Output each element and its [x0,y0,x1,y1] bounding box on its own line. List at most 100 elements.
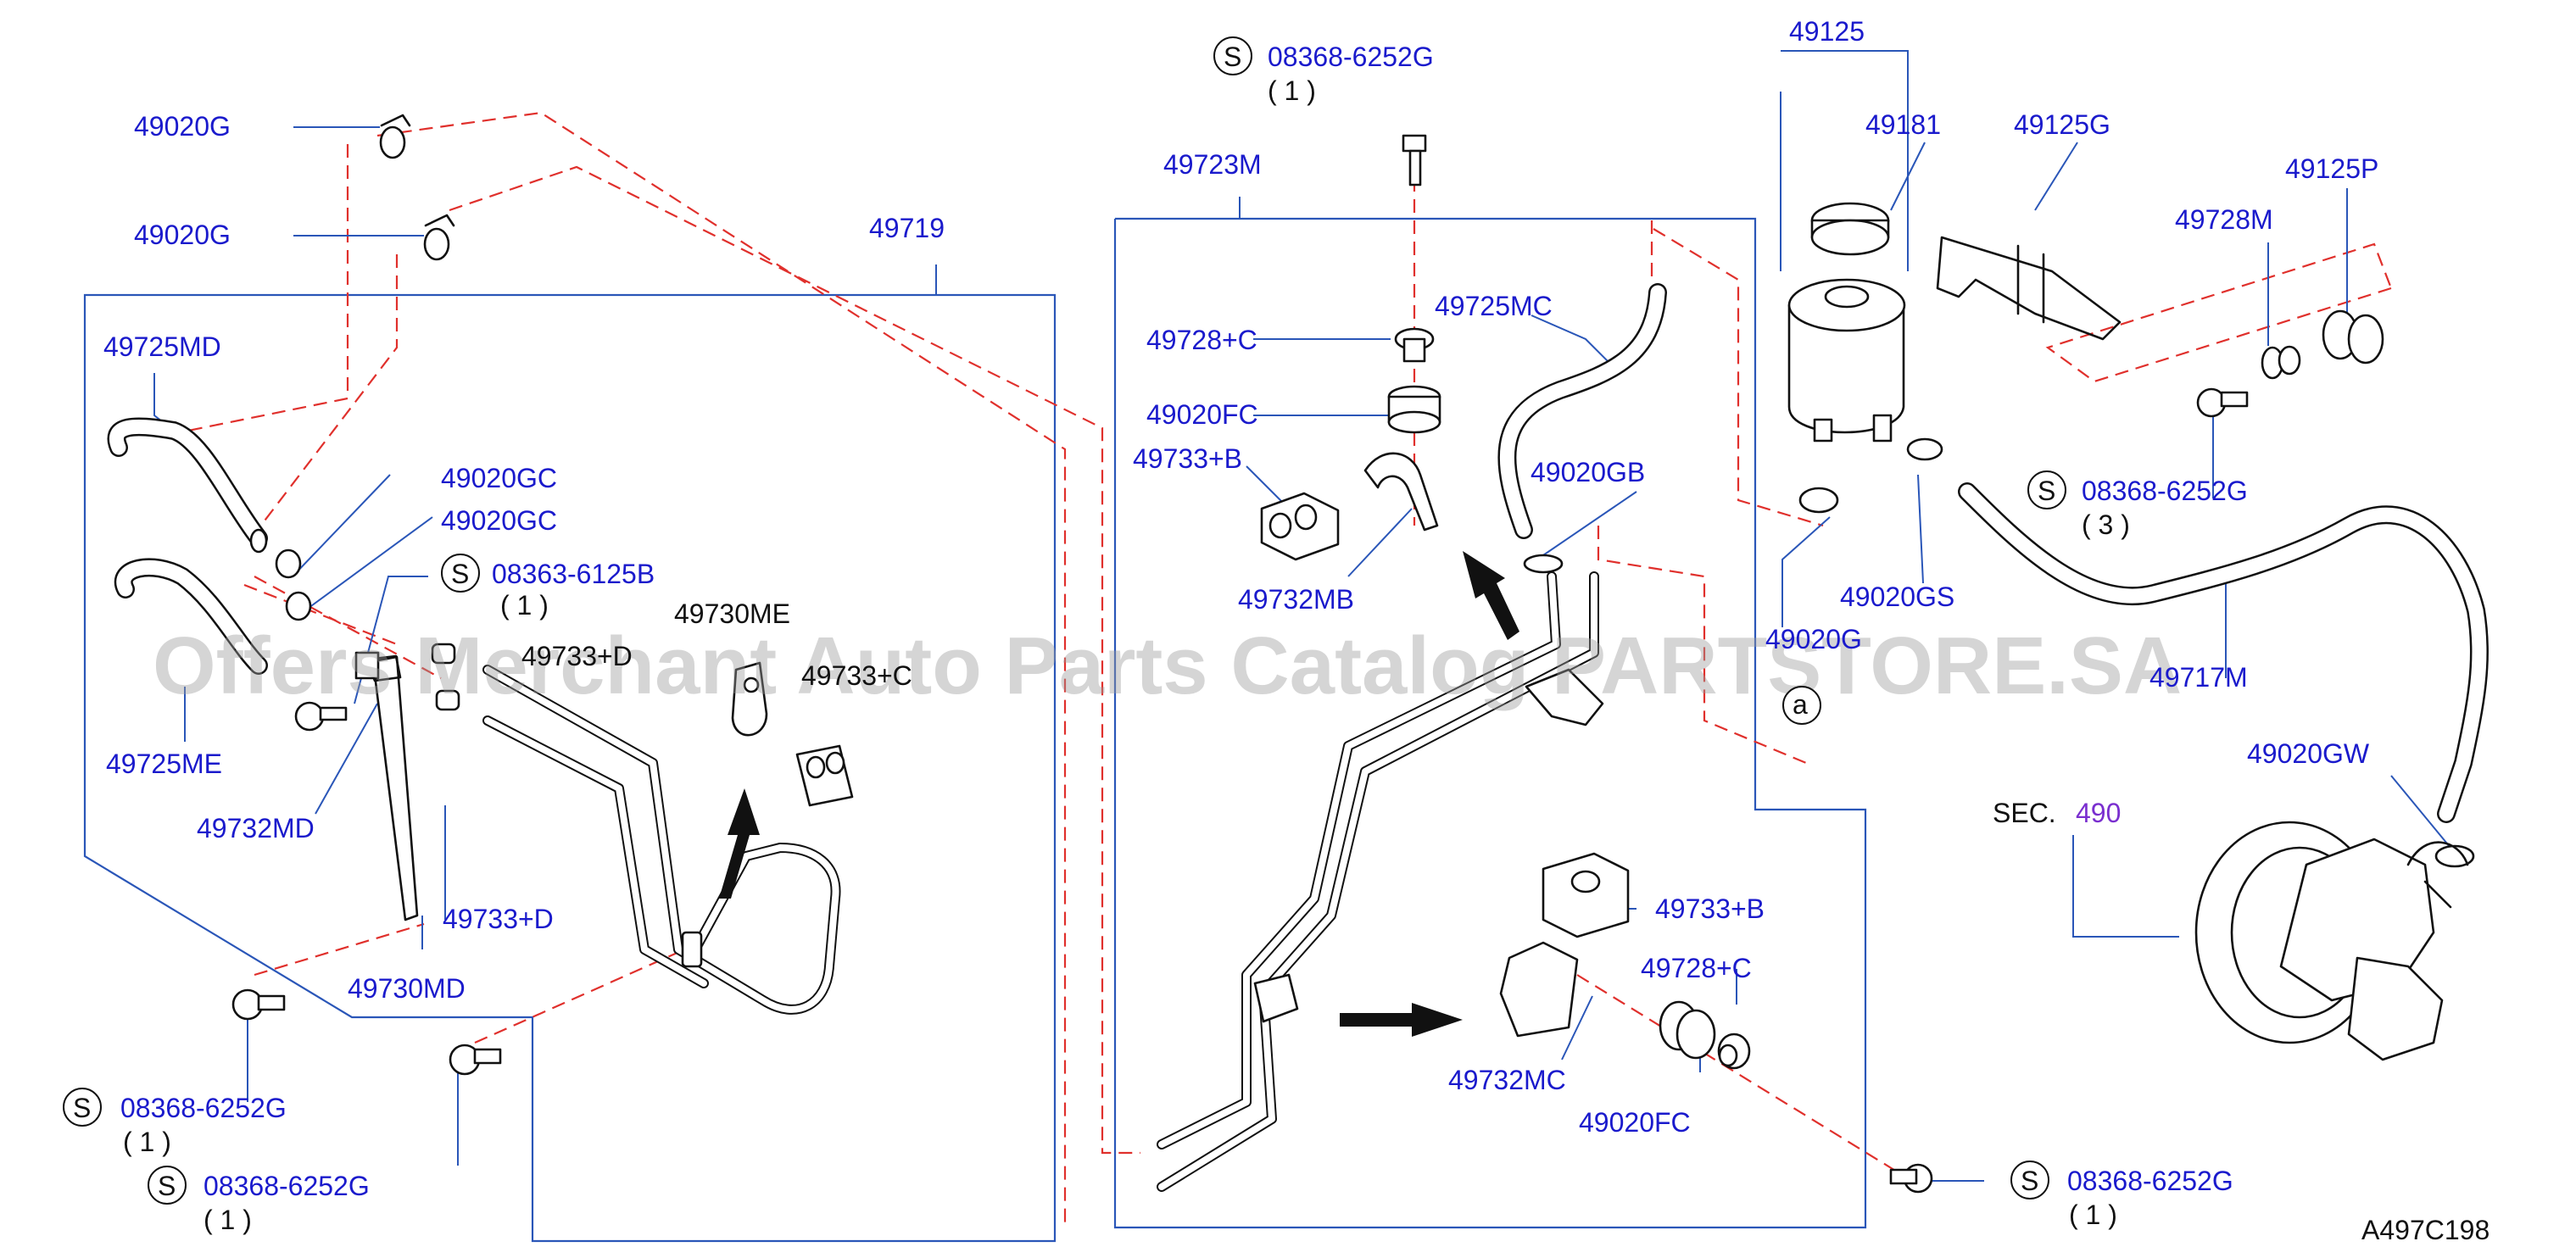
qty-08368-left1: ( 1 ) [123,1127,171,1157]
label-49020g-top[interactable]: 49020G [134,111,231,142]
s-symbol-08368-top: S [1224,42,1241,72]
s-circle-08368-l1 [63,1088,102,1127]
label-49728m[interactable]: 49728M [2175,204,2273,235]
bolt-left-small [294,701,348,732]
qty-08368-top: ( 1 ) [1268,75,1316,106]
bushing-49020fc-upper [1387,385,1441,434]
bolt-08368-right [2196,387,2249,418]
label-49717m[interactable]: 49717M [2149,662,2248,693]
section-number-link[interactable]: 490 [2076,798,2121,828]
drawing-code: A497C198 [2361,1215,2490,1245]
label-49725md[interactable]: 49725MD [103,331,221,362]
collar-49728c-lower [1717,1033,1751,1070]
pipe-assembly-49723m [1157,571,1604,1192]
label-49733b-lower[interactable]: 49733+B [1655,893,1765,924]
label-49725mc[interactable]: 49725MC [1435,291,1553,321]
hose-49725mc [1497,283,1667,539]
qty-08368-left2: ( 1 ) [204,1205,252,1235]
hose-clamp-49020g-top [379,114,411,159]
arrow-right [1340,1003,1463,1037]
insulator-49733b-lower [1542,852,1630,938]
label-49733d-1[interactable]: 49733+D [521,641,633,671]
hose-49717m [1958,482,2490,823]
label-49020gs[interactable]: 49020GS [1840,582,1954,612]
section-prefix: SEC. [1993,798,2056,828]
s-symbol-08368-bottom: S [2021,1166,2038,1196]
watermark-text: Offers Merchant Auto Parts Catalog PARTS… [153,621,2182,711]
leader-lines [153,50,2451,1182]
label-49719[interactable]: 49719 [869,213,945,243]
label-49728c-lower[interactable]: 49728+C [1641,953,1752,983]
hose-clamp-49020gb [1523,554,1564,574]
power-steering-pump [2194,821,2469,1061]
insulator-49733c [795,744,854,807]
label-08368-left1[interactable]: 08368-6252G [120,1093,287,1123]
label-49730md[interactable]: 49730MD [348,973,466,1004]
bolt-08368-left2 [449,1044,502,1076]
label-49020gb[interactable]: 49020GB [1531,457,1645,487]
label-49733c-left[interactable]: 49733+C [801,660,912,691]
label-49733d-2[interactable]: 49733+D [443,904,554,934]
hose-clamp-49020gc-lower [285,591,312,621]
label-49732mb[interactable]: 49732MB [1238,584,1354,615]
s-circle-08368-bottom [2010,1161,2049,1200]
hose-49725md [107,417,268,554]
insulator-49733b-upper [1260,492,1340,561]
hose-clamp-49020gw [2434,844,2475,868]
label-49733b-upper[interactable]: 49733+B [1133,443,1242,474]
label-49723m[interactable]: 49723M [1163,149,1262,180]
steel-pipes-49719 [482,665,841,1015]
reservoir-tank-49125 [1787,278,1906,443]
label-49125p[interactable]: 49125P [2285,153,2378,184]
bolt-08368-bottom [1889,1163,1933,1194]
label-08368-bottom[interactable]: 08368-6252G [2067,1166,2233,1196]
hose-clamp-49020g-second [423,214,455,261]
arrow-center-up [1463,551,1519,640]
s-circle-08368-l2 [148,1166,187,1205]
hose-clamp-49020gs [1906,437,1943,461]
s-symbol-08368-right: S [2038,476,2055,506]
reservoir-cap-49181 [1810,202,1890,256]
left-assembly-frame [83,293,1057,1243]
s-symbol-08368-l1: S [73,1093,91,1123]
s-symbol-08368-l2: S [158,1171,176,1201]
qty-08368-bottom: ( 1 ) [2069,1200,2117,1230]
label-08368-top[interactable]: 08368-6252G [1268,42,1434,72]
assembly-dashed-lines [179,111,2393,1225]
collar-49728m [2261,345,2301,380]
label-08368-right[interactable]: 08368-6252G [2082,476,2248,506]
collar-49728c-upper [1394,327,1435,363]
label-49181[interactable]: 49181 [1865,109,1941,140]
s-circle-08368-top [1213,36,1252,75]
bushing-49125p [2322,309,2384,365]
label-49020gc-1[interactable]: 49020GC [441,463,557,493]
hose-clamp-49020gc-upper [275,548,302,579]
label-49125g[interactable]: 49125G [2014,109,2110,140]
label-49020gc-2[interactable]: 49020GC [441,505,557,536]
s-circle-08363 [441,554,480,593]
ref-letter-a: a [1793,689,1808,720]
qty-08368-right: ( 3 ) [2082,509,2130,540]
clip-49732mc [1499,941,1579,1038]
center-assembly-frame [1113,217,1867,1229]
label-49732mc[interactable]: 49732MC [1448,1065,1566,1095]
s-symbol-08363: S [451,559,469,589]
label-49020g-mid[interactable]: 49020G [1765,624,1862,654]
label-49728c-upper[interactable]: 49728+C [1146,325,1257,355]
bolt-08368-top [1402,134,1427,186]
label-49730me[interactable]: 49730ME [674,598,790,629]
label-08363-6125b[interactable]: 08363-6125B [492,559,655,589]
s-circle-08368-right [2027,470,2066,509]
hose-49725me [114,558,268,675]
label-49732md[interactable]: 49732MD [197,813,315,843]
arrow-up-left [719,788,760,899]
label-49020g-second[interactable]: 49020G [134,220,231,250]
label-49125[interactable]: 49125 [1789,16,1865,47]
label-49020fc-upper[interactable]: 49020FC [1146,399,1258,430]
label-49020gw[interactable]: 49020GW [2247,738,2370,769]
label-08368-left2[interactable]: 08368-6252G [204,1171,370,1201]
label-49725me[interactable]: 49725ME [106,749,222,779]
label-49020fc-lower[interactable]: 49020FC [1579,1107,1691,1138]
